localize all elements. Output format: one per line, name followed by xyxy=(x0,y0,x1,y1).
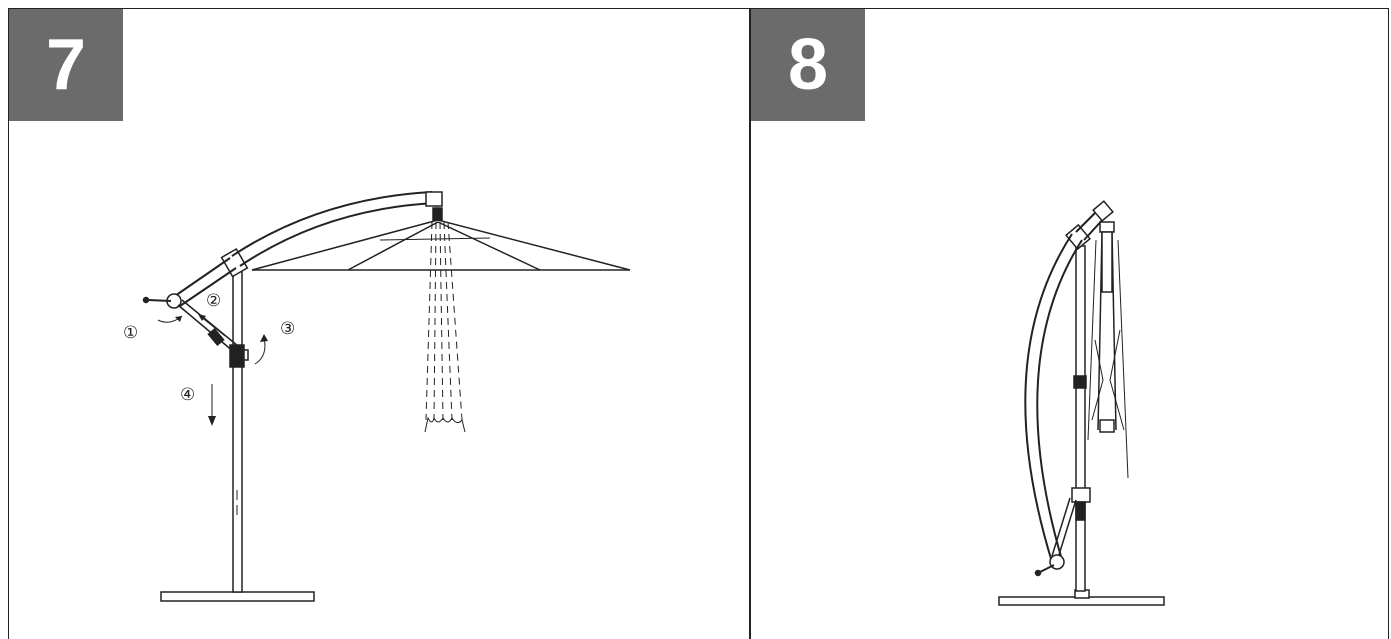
folded-canopy-tips xyxy=(424,416,466,433)
panel-divider xyxy=(749,8,751,639)
umbrella-base xyxy=(160,591,315,602)
support-strut xyxy=(177,304,235,353)
diagram-frame xyxy=(8,8,1389,639)
umbrella-pole xyxy=(232,261,243,593)
callout-4: ④ xyxy=(180,385,195,405)
callout-1: ① xyxy=(123,323,138,343)
curved-arm xyxy=(231,191,433,257)
callout-2: ② xyxy=(206,291,221,311)
step-7-badge: 7 xyxy=(9,9,123,121)
callout-3: ③ xyxy=(280,319,295,339)
canopy-outline xyxy=(251,219,631,271)
end-joint xyxy=(425,191,443,207)
step-8-badge: 8 xyxy=(751,9,865,121)
pole-slider xyxy=(229,344,245,368)
crank-handle xyxy=(147,299,172,302)
pole-top-joint xyxy=(220,247,249,278)
